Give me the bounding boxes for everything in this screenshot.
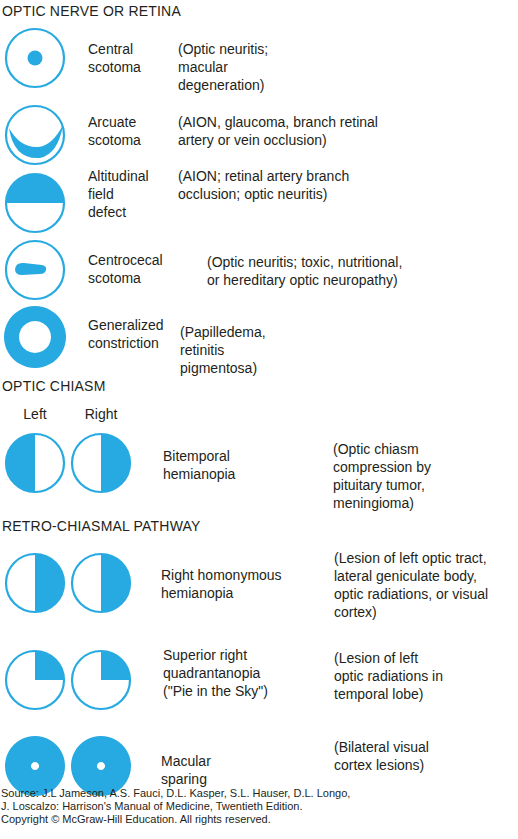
section-heading: OPTIC NERVE OR RETINA <box>2 2 302 20</box>
defect-name: Right homonymous hemianopia <box>161 566 296 602</box>
cause-note: (Optic neuritis; macular degeneration) <box>178 40 298 94</box>
cause-note: (Papilledema, retinitis pigmentosa) <box>180 323 290 377</box>
cause-note: (Optic neuritis; toxic, nutritional, or … <box>207 253 407 289</box>
eye-label: Left <box>15 405 55 423</box>
defect-name: Generalized constriction <box>88 316 173 352</box>
defect-name: Superior right quadrantanopia ("Pie in t… <box>163 646 278 700</box>
defect-name: Centrocecal scotoma <box>88 251 168 287</box>
cause-note: (AION; retinal artery branch occlusion; … <box>178 167 363 203</box>
defect-name: Bitemporal hemianopia <box>163 447 273 483</box>
eye-label: Right <box>78 405 124 423</box>
defect-name: Central scotoma <box>88 40 163 76</box>
defect-name: Arcuate scotoma <box>88 113 163 149</box>
section-heading: OPTIC CHIASM <box>2 377 302 395</box>
cause-note: (Lesion of left optic tract, lateral gen… <box>334 549 499 621</box>
section-heading: RETRO-CHIASMAL PATHWAY <box>2 517 302 535</box>
cause-note: (AION, glaucoma, branch retinal artery o… <box>178 113 388 149</box>
cause-note: (Optic chiasm compression by pituitary t… <box>333 440 448 512</box>
defect-name: Macular sparing <box>161 752 241 788</box>
copyright-note: Copyright © McGraw-Hill Education. All r… <box>1 813 401 826</box>
defect-name: Altitudinal field defect <box>88 167 152 221</box>
cause-note: (Lesion of left optic radiations in temp… <box>334 649 449 703</box>
cause-note: (Bilateral visual cortex lesions) <box>334 738 449 774</box>
source-credit: Source: J.L Jameson, A.S. Fauci, D.L. Ka… <box>1 787 361 813</box>
